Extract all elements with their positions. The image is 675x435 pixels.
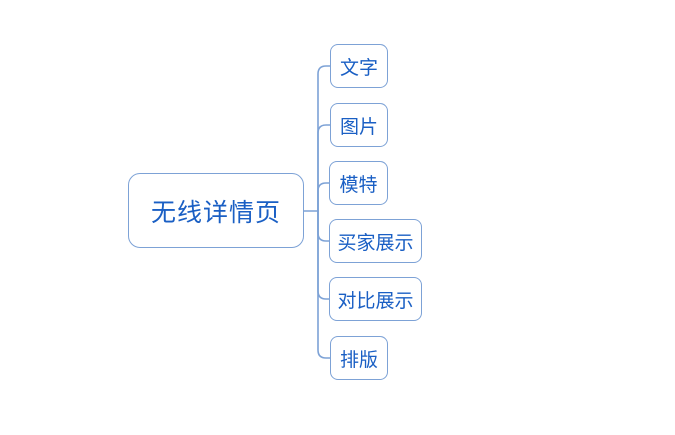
child-node-buyer-show[interactable]: 买家展示 [329,219,422,263]
child-node-label: 图片 [339,116,378,138]
child-node-compare-show[interactable]: 对比展示 [329,277,422,321]
connector-child-2 [317,182,330,212]
connector-child-3 [317,210,330,242]
child-node-label: 对比展示 [337,290,414,312]
child-node-label: 排版 [339,349,378,371]
child-node-image[interactable]: 图片 [330,103,388,147]
child-node-model[interactable]: 模特 [329,161,388,205]
child-node-label: 模特 [339,174,378,196]
child-node-layout[interactable]: 排版 [330,336,388,380]
child-node-label: 买家展示 [337,232,414,254]
connector-child-4 [317,210,330,300]
child-node-label: 文字 [339,57,378,79]
root-node-label: 无线详情页 [150,199,281,227]
root-node[interactable]: 无线详情页 [128,173,304,248]
child-node-text[interactable]: 文字 [330,44,388,88]
